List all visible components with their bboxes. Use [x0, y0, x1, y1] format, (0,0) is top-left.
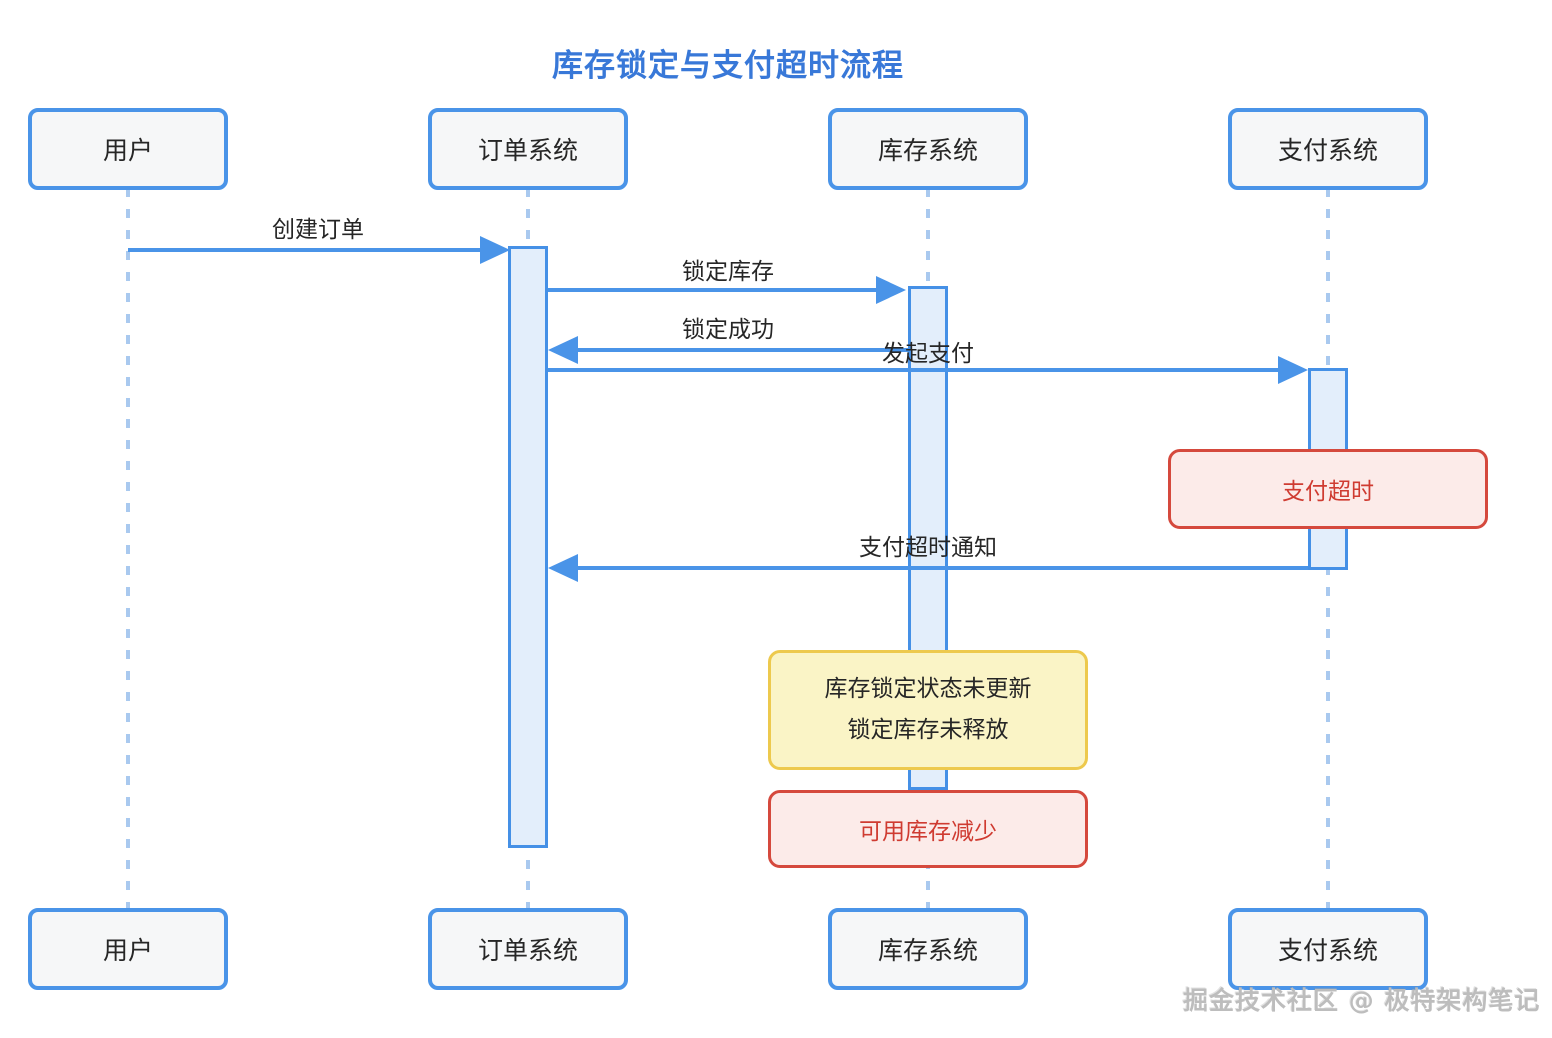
lifeline-user	[126, 188, 130, 910]
note-inventory-line2: 锁定库存未释放	[847, 717, 1009, 743]
actor-bottom-payment-system: 支付系统	[1228, 908, 1428, 990]
message-line-create-order	[128, 248, 482, 252]
actor-label-payment-system: 支付系统	[1277, 136, 1378, 165]
message-line-lock-success	[578, 348, 908, 352]
message-label-initiate-payment: 发起支付	[882, 341, 974, 367]
arrowhead-left-icon	[548, 554, 578, 582]
arrowhead-right-icon	[876, 276, 906, 304]
actor-top-payment-system: 支付系统	[1228, 108, 1428, 190]
actor-bottom-inventory-system: 库存系统	[828, 908, 1028, 990]
actor-label-user: 用户	[102, 936, 153, 965]
watermark-text: 掘金技术社区 @ 极特架构笔记	[1183, 986, 1541, 1015]
message-label-lock-inventory: 锁定库存	[682, 259, 774, 285]
message-line-lock-inventory	[548, 288, 876, 292]
actor-label-user: 用户	[102, 136, 153, 165]
message-line-initiate-payment	[548, 368, 1280, 372]
message-label-create-order: 创建订单	[272, 217, 364, 243]
activation-bar-order-system	[508, 246, 548, 848]
message-label-payment-timeout-notice: 支付超时通知	[859, 535, 997, 561]
note-payment-timeout-label: 支付超时	[1282, 479, 1374, 505]
actor-top-inventory-system: 库存系统	[828, 108, 1028, 190]
actor-top-user: 用户	[28, 108, 228, 190]
arrowhead-right-icon	[480, 236, 510, 264]
actor-bottom-order-system: 订单系统	[428, 908, 628, 990]
note-inventory-line1: 库存锁定状态未更新	[824, 676, 1032, 702]
diagram-title: 库存锁定与支付超时流程	[552, 48, 904, 84]
note-payment-timeout: 支付超时	[1168, 449, 1488, 529]
note-available-stock-decrease: 可用库存减少	[768, 790, 1088, 868]
arrowhead-left-icon	[548, 336, 578, 364]
actor-bottom-user: 用户	[28, 908, 228, 990]
actor-top-order-system: 订单系统	[428, 108, 628, 190]
note-inventory-not-updated: 库存锁定状态未更新 锁定库存未释放	[768, 650, 1088, 770]
actor-label-order-system: 订单系统	[477, 136, 578, 165]
message-label-lock-success: 锁定成功	[682, 317, 774, 343]
actor-label-inventory-system: 库存系统	[877, 936, 978, 965]
message-line-payment-timeout-notice	[578, 566, 1308, 570]
actor-label-order-system: 订单系统	[477, 936, 578, 965]
actor-label-payment-system: 支付系统	[1277, 936, 1378, 965]
note-available-stock-label: 可用库存减少	[859, 819, 997, 845]
arrowhead-right-icon	[1278, 356, 1308, 384]
actor-label-inventory-system: 库存系统	[877, 136, 978, 165]
